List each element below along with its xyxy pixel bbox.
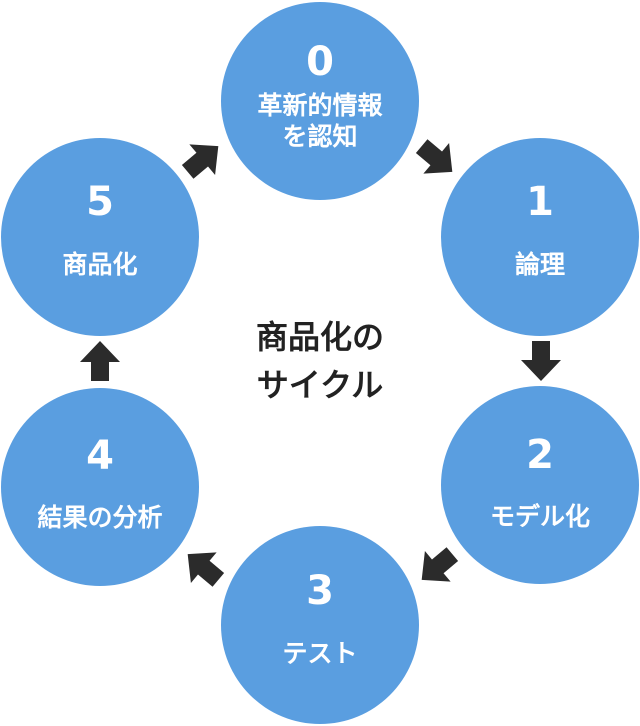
node-label: 論理 [514,250,565,279]
node-number: 2 [526,432,554,478]
cycle-node-4: 4 結果の分析 [1,388,199,586]
arrow-0-to-1-icon [415,139,453,174]
cycle-node-5: 5 商品化 [1,138,199,336]
node-label: モデル化 [489,502,590,531]
arrow-1-to-2-icon [521,341,561,381]
center-title-line-1: 商品化の [255,318,384,356]
node-label: 革新的情報 を認知 [257,91,383,151]
arrow-4-to-5-icon [80,341,120,381]
node-number: 1 [526,179,554,225]
node-label: テスト [282,639,358,668]
node-label: 商品化 [62,250,138,279]
node-number: 0 [306,39,334,85]
arrow-5-to-0-icon [181,144,219,179]
cycle-node-3: 3 テスト [221,526,419,724]
cycle-node-1: 1 論理 [441,138,639,336]
arrow-3-to-4-icon [187,552,225,587]
cycle-node-0: 0 革新的情報 を認知 [221,2,419,200]
arrow-2-to-3-icon [421,547,459,582]
node-number: 4 [86,433,114,479]
node-number: 5 [86,179,114,225]
node-label: 結果の分析 [37,503,163,532]
node-number: 3 [306,568,334,614]
center-title-line-2: サイクル [256,366,384,404]
cycle-node-2: 2 モデル化 [441,386,639,584]
